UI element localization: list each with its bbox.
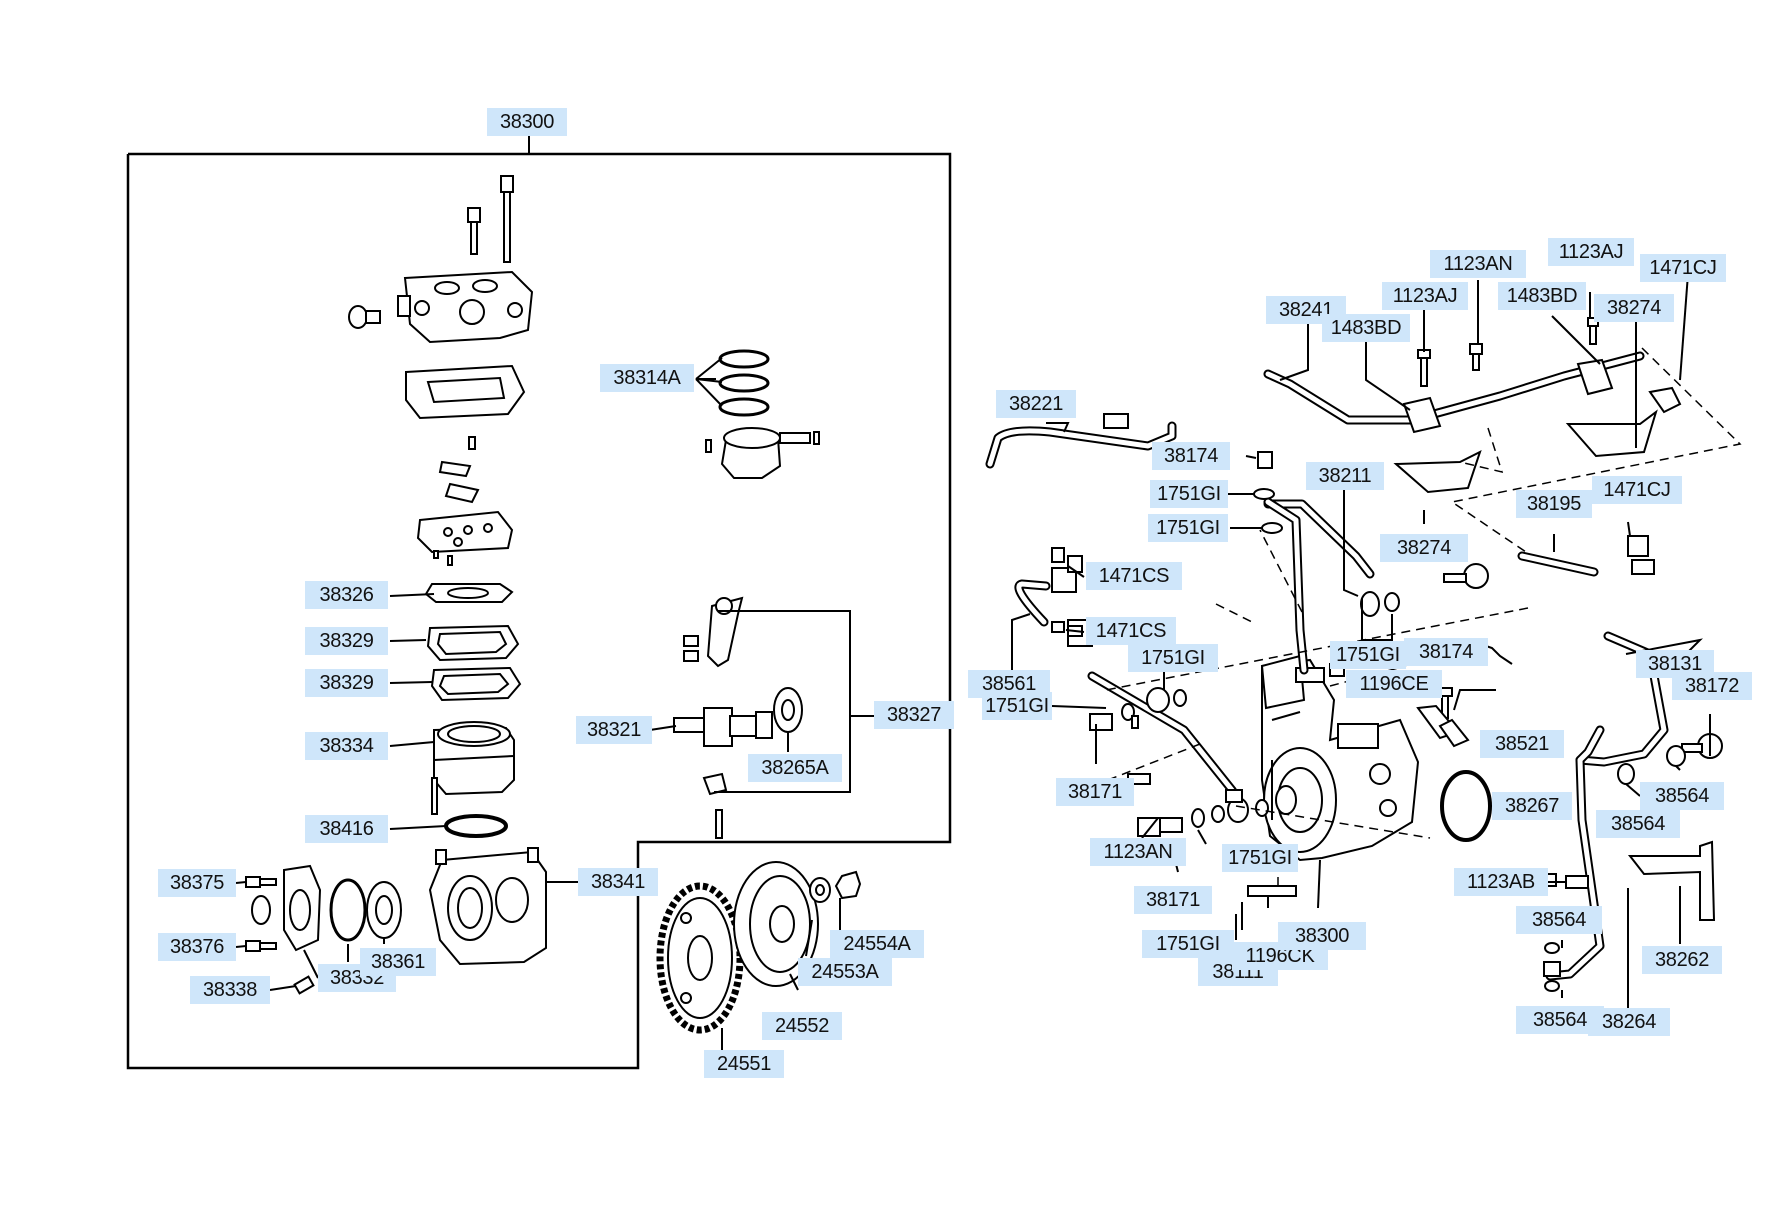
callout-38300-top: 38300 [487, 108, 567, 136]
callout-38564-right: 38564 [1640, 782, 1724, 810]
callout-38174-lower: 38174 [1404, 638, 1488, 666]
callout-1123AN-top: 1123AN [1430, 250, 1526, 278]
callout-38172: 38172 [1672, 672, 1752, 700]
o-ring-38267 [1440, 770, 1492, 842]
connecting-rod [683, 596, 744, 668]
o-ring [444, 814, 508, 838]
injection-pump-body [1260, 654, 1420, 862]
callout-38171-lower: 38171 [1134, 886, 1212, 914]
callout-38314A: 38314A [600, 364, 694, 392]
pipe-38211 [1263, 497, 1400, 675]
leader-lines [235, 273, 1711, 1050]
callout-1751GI-d: 1751GI [982, 692, 1052, 720]
callout-38521: 38521 [1480, 730, 1564, 758]
assembly-frame [126, 152, 952, 1070]
callout-38267: 38267 [1492, 792, 1572, 820]
gaskets [424, 583, 522, 702]
callout-38334: 38334 [305, 732, 388, 760]
small-fasteners [1089, 317, 1723, 992]
callout-1483BD-left: 1483BD [1322, 314, 1410, 342]
callout-38564-mid: 38564 [1596, 810, 1680, 838]
callout-38338: 38338 [190, 976, 270, 1004]
callout-1471CS-upper: 1471CS [1086, 562, 1182, 590]
callout-38341: 38341 [578, 868, 658, 896]
callout-38264: 38264 [1588, 1008, 1670, 1036]
callout-1471CJ-mid: 1471CJ [1592, 476, 1682, 504]
callout-1751GI-a: 1751GI [1150, 480, 1228, 508]
callout-1123AJ-right: 1123AJ [1548, 238, 1634, 266]
callout-1123AB: 1123AB [1454, 868, 1548, 896]
callout-38375: 38375 [158, 869, 236, 897]
gear-24552 [733, 861, 862, 987]
bearing-cover [245, 864, 402, 995]
callout-1471CJ-top: 1471CJ [1640, 254, 1726, 282]
crankcase [428, 847, 547, 966]
callout-38564-lower: 38564 [1516, 906, 1602, 934]
callout-38274-mid: 38274 [1380, 534, 1468, 562]
pipe-38241 [1263, 351, 1645, 434]
callout-1123AN-lower: 1123AN [1090, 838, 1186, 866]
callout-1196CE: 1196CE [1346, 670, 1442, 698]
callout-38361: 38361 [360, 948, 436, 976]
callout-1471CS-lower: 1471CS [1086, 617, 1176, 645]
callout-38326: 38326 [305, 581, 388, 609]
callout-38416: 38416 [305, 815, 388, 843]
callout-38329-lower: 38329 [305, 669, 388, 697]
callout-38321: 38321 [576, 716, 652, 744]
reed-valves [438, 436, 480, 504]
callout-1123AJ-left: 1123AJ [1382, 282, 1468, 310]
dashed-guides [1105, 347, 1742, 886]
head-bolts [467, 175, 514, 263]
callout-38221: 38221 [996, 390, 1076, 418]
bracket-38262 [1438, 718, 1716, 921]
callout-24553A: 24553A [798, 958, 892, 986]
piston [705, 427, 820, 479]
callout-38376: 38376 [158, 933, 236, 961]
cylinder-block [431, 721, 515, 815]
callout-38195: 38195 [1516, 490, 1592, 518]
callout-38265A: 38265A [748, 754, 842, 782]
callout-24551: 24551 [704, 1050, 784, 1078]
callout-1751GI-g: 1751GI [1142, 930, 1234, 958]
callout-24552: 24552 [762, 1012, 842, 1040]
callout-38174-upper: 38174 [1152, 442, 1230, 470]
callout-38274-top: 38274 [1594, 294, 1674, 322]
callout-1751GI-c: 1751GI [1128, 644, 1218, 672]
callout-24554A: 24554A [830, 930, 924, 958]
crankshaft [673, 687, 803, 839]
callout-38262: 38262 [1642, 946, 1722, 974]
callout-38211: 38211 [1306, 462, 1384, 490]
brackets-38274 [1393, 409, 1658, 494]
callout-38329-upper: 38329 [305, 627, 388, 655]
valve-plate [405, 364, 526, 420]
piston-rings [718, 349, 770, 417]
callout-1751GI-e: 1751GI [1330, 641, 1406, 669]
callout-38300-right: 38300 [1278, 922, 1366, 950]
callout-1483BD-right: 1483BD [1498, 282, 1586, 310]
callout-38171-upper: 38171 [1056, 778, 1134, 806]
callout-1751GI-b: 1751GI [1148, 514, 1228, 542]
valve-seat-plate [416, 510, 514, 566]
callout-38327: 38327 [874, 701, 954, 729]
cylinder-head [348, 270, 534, 344]
pipe-38221 [985, 413, 1177, 469]
gear-24551 [656, 882, 744, 1034]
callout-1751GI-f: 1751GI [1222, 844, 1298, 872]
